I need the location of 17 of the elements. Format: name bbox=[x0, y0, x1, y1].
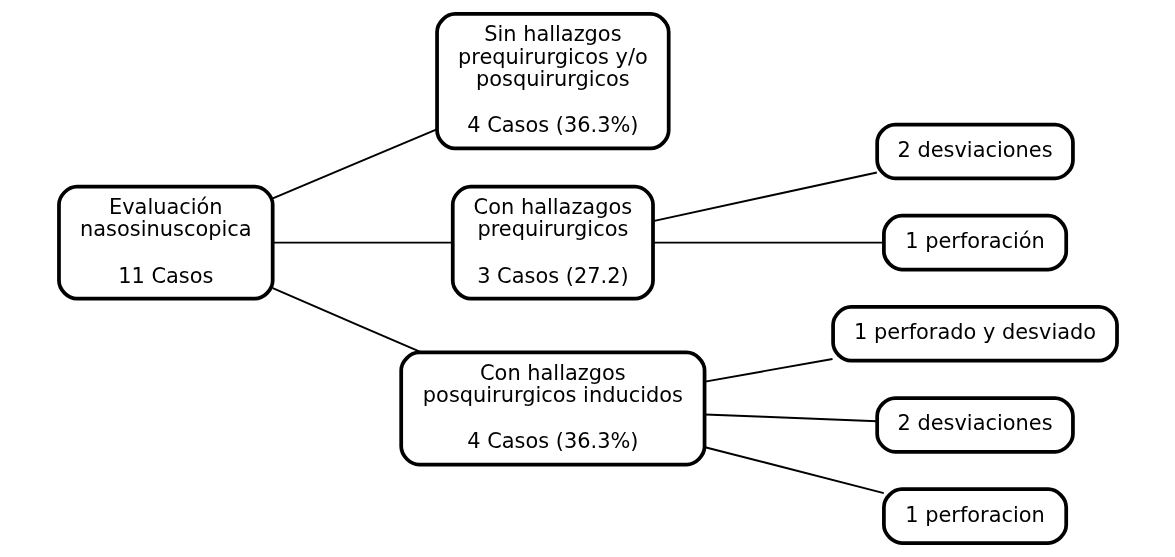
connector bbox=[271, 128, 438, 200]
connector bbox=[271, 241, 453, 244]
connector bbox=[271, 287, 422, 354]
node-box: 2 desviaciones bbox=[874, 396, 1075, 454]
connector bbox=[703, 446, 885, 495]
node-box: 1 perforacion bbox=[881, 487, 1068, 545]
connector bbox=[703, 413, 878, 423]
node-box: Evaluación nasosinuscopica 11 Casos bbox=[56, 184, 275, 301]
node-box: 1 perforación bbox=[881, 213, 1068, 272]
node-box: 2 desviaciones bbox=[874, 122, 1075, 181]
node-box: Con hallazagos prequirurgicos 3 Casos (27.2) bbox=[450, 184, 655, 301]
connector bbox=[703, 357, 833, 383]
node-box: Con hallazgos posquirurgicos inducidos 4 Casos (36.3%) bbox=[398, 350, 706, 467]
connector bbox=[651, 171, 878, 223]
connector bbox=[651, 241, 884, 244]
node-box: 1 perforado y desviado bbox=[830, 305, 1119, 363]
node-box: Sin hallazgos prequirurgicos y/o posquirurgicos 4 Casos (36.3%) bbox=[434, 12, 671, 151]
